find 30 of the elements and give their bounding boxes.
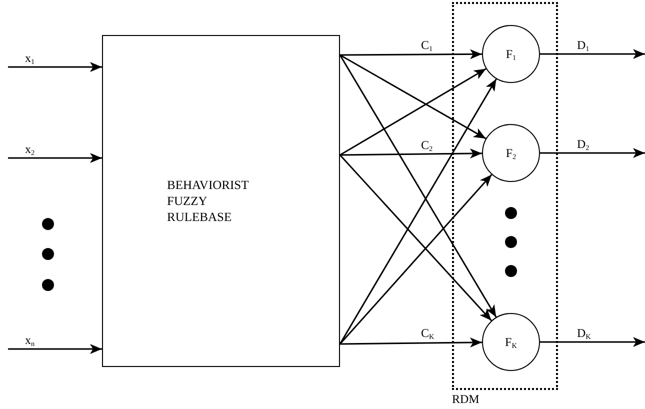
- arrow: [340, 68, 486, 156]
- arrow: [540, 148, 645, 158]
- box-label: BEHAVIORIST FUZZY RULEBASE: [167, 176, 248, 226]
- arrow: [8, 153, 102, 163]
- edge-label: C$_{1}$: [421, 39, 433, 55]
- edge-label: D$_{2}$: [577, 138, 590, 154]
- arrow: [340, 337, 482, 348]
- edge-label: x$_{1}$: [25, 52, 35, 68]
- arrow: [540, 49, 645, 59]
- edge-label: C$_{K}$: [421, 327, 434, 343]
- edge-label: x$_{n}$: [25, 334, 35, 350]
- arrow: [340, 54, 486, 140]
- arrow: [540, 337, 645, 347]
- arrow: [339, 154, 492, 322]
- group-label: RDM: [452, 392, 480, 406]
- edge-label: D$_{K}$: [577, 327, 591, 343]
- node-label: F$_{K}$: [505, 334, 517, 350]
- arrow: [339, 174, 492, 344]
- arrow: [8, 344, 102, 354]
- node-label: F$_{2}$: [506, 146, 516, 160]
- edge-label: C$_{2}$: [421, 139, 433, 155]
- edge-label: D$_{1}$: [577, 39, 590, 55]
- node-label: F$_{1}$: [506, 46, 516, 62]
- edge-label: x$_{2}$: [25, 143, 35, 159]
- arrow: [339, 78, 497, 344]
- arrow: [8, 62, 102, 72]
- rulebase-box: [102, 35, 340, 367]
- arrow: [340, 148, 482, 158]
- arrow: [339, 54, 497, 318]
- arrow: [340, 49, 482, 60]
